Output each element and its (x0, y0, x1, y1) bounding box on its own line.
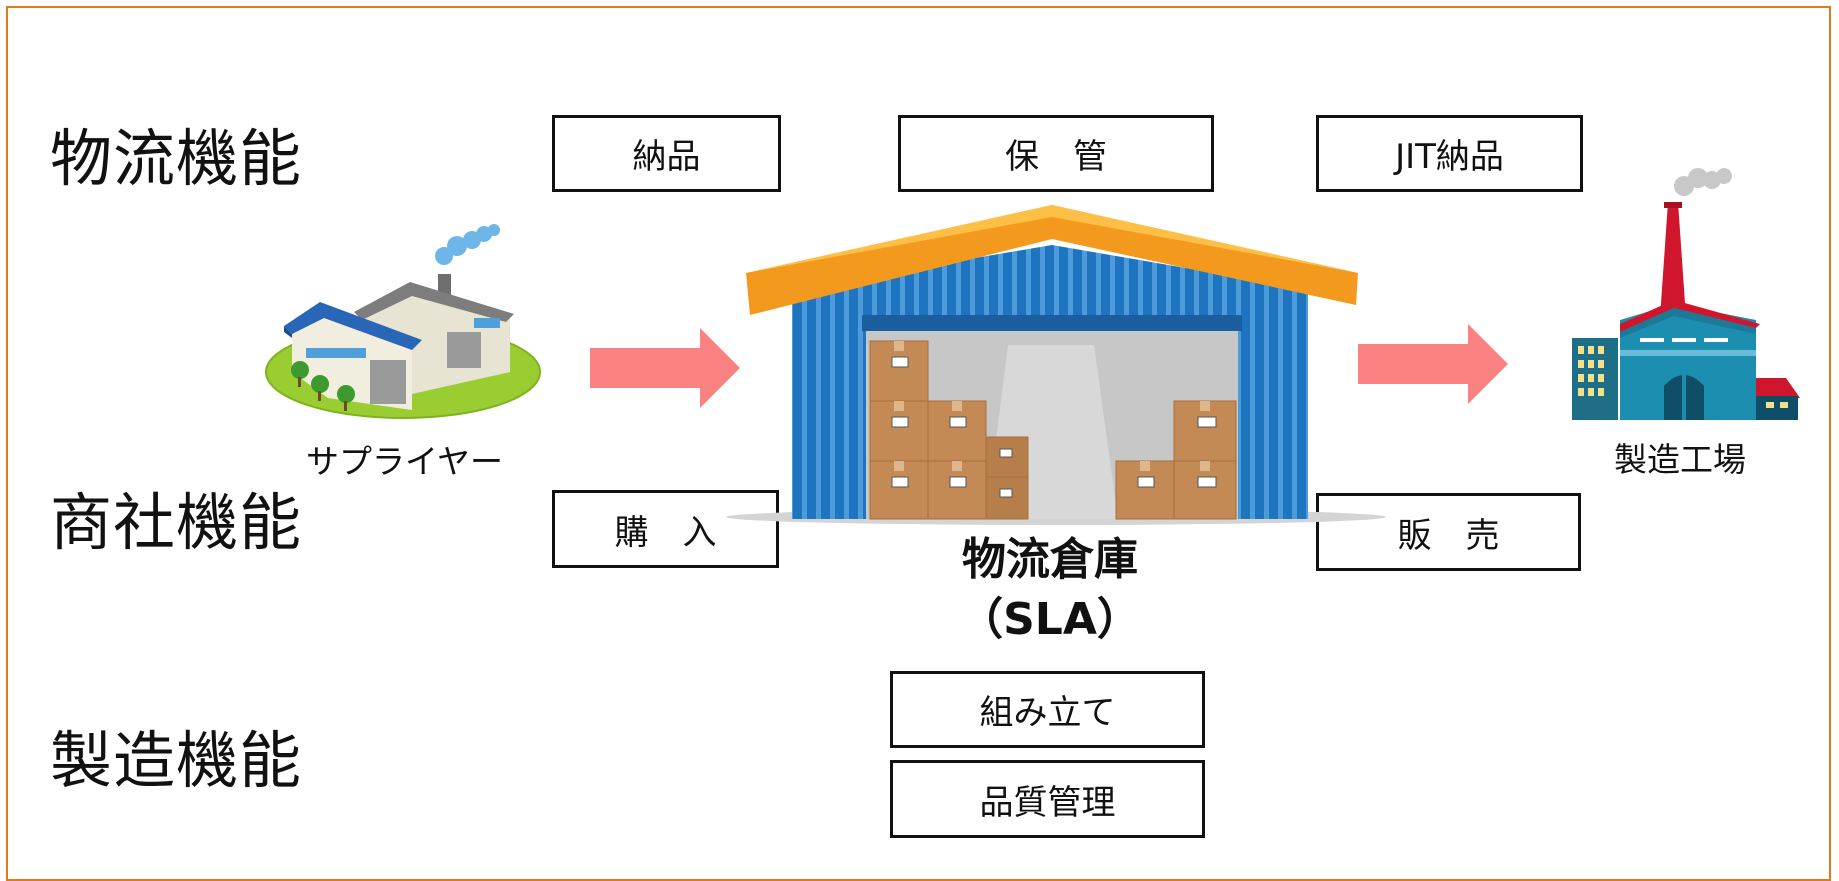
arrow-right-icon (1358, 324, 1508, 404)
warehouse-name: 物流倉庫 (962, 534, 1138, 585)
row-label-logistics: 物流機能 (50, 122, 303, 195)
supplier-label: サプライヤー (306, 442, 504, 481)
manufacturing-plant-icon (1572, 168, 1800, 420)
jit-delivery-box: JIT納品 (1316, 115, 1583, 192)
supplier-factory-icon (265, 224, 541, 419)
row-label-manufacturing: 製造機能 (50, 724, 303, 797)
purchase-box: 購 入 (552, 490, 779, 568)
storage-box: 保 管 (898, 115, 1214, 192)
row-label-trading: 商社機能 (50, 486, 303, 559)
assembly-box: 組み立て (890, 671, 1205, 748)
delivery-box: 納品 (552, 115, 781, 192)
quality-control-box: 品質管理 (890, 760, 1205, 838)
arrow-right-icon (590, 328, 740, 408)
sales-box: 販 売 (1316, 493, 1581, 571)
warehouse-icon (726, 205, 1386, 525)
plant-label: 製造工場 (1614, 440, 1746, 479)
warehouse-subtitle: （SLA） (959, 594, 1141, 645)
